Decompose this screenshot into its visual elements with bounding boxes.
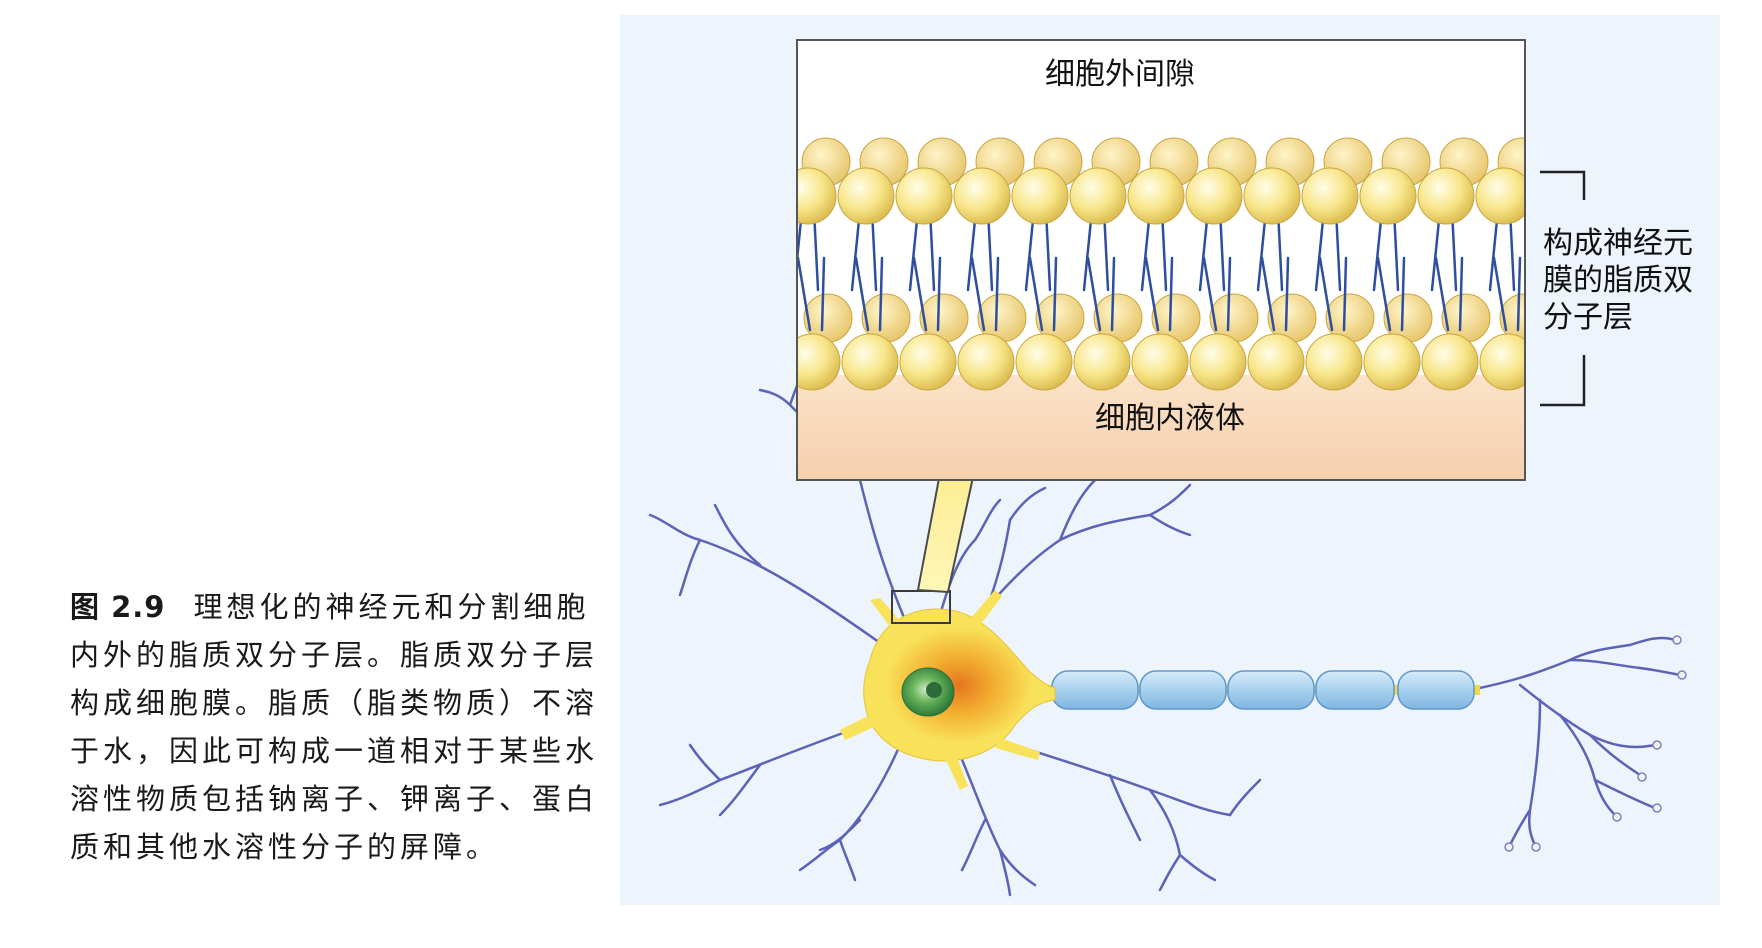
axon-terminal-knobs [1504,635,1687,852]
lipid-head [1189,333,1247,391]
lipid-tail [878,256,884,332]
lipid-head [895,167,953,225]
lipid-head [1247,333,1305,391]
lipid-tail [1318,256,1334,332]
lipid-tail [1086,256,1102,332]
lipid-head [797,167,837,225]
lipid-tail [1284,256,1290,332]
lipid-head [957,333,1015,391]
lipid-head [1359,167,1417,225]
lipid-tail [854,256,870,332]
lipid-head [1011,167,1069,225]
lipid-head [797,333,841,391]
lipid-tail [1168,256,1174,332]
lipid-head [1417,167,1475,225]
lipid-bilayer [797,137,1525,391]
lipid-head [841,333,899,391]
lipid-tail [1342,256,1348,332]
lipid-tail [1434,256,1450,332]
inset-border [796,39,1526,481]
cell-body [840,590,1056,790]
lipid-head [1475,167,1525,225]
intracellular-label: 细胞内液体 [1095,401,1245,436]
lipid-head [1479,333,1525,391]
lipid-tail [1052,256,1058,332]
lipid-head [1301,167,1359,225]
lipid-head [1015,333,1073,391]
lipid-tail [912,256,928,332]
lipid-tail [1516,256,1522,332]
lipid-tail [1028,256,1044,332]
lipid-tail [1376,256,1392,332]
lipid-head [899,333,957,391]
lipid-head [1073,333,1131,391]
bilayer-label: 构成神经元 膜的脂质双 分子层 [1543,226,1693,335]
bilayer-bracket [1540,170,1586,407]
lipid-tail [994,256,1000,332]
lipid-tail [936,256,942,332]
lipid-tail [820,256,826,332]
lipid-tail [797,256,812,332]
lipid-tail [1458,256,1464,332]
lipid-head [953,167,1011,225]
nucleus [901,667,955,717]
membrane-inset [796,39,1526,481]
lipid-head [1131,333,1189,391]
lipid-head [1185,167,1243,225]
lipid-tail [1492,256,1508,332]
axon-terminals [1468,636,1682,847]
myelin-sheath [1051,670,1475,710]
figure-label: 图 2.9 [70,590,166,624]
lipid-tail [1226,256,1232,332]
bilayer-label-line-3: 分子层 [1543,300,1633,335]
lipid-head [1243,167,1301,225]
extracellular-label: 细胞外间隙 [1045,57,1195,92]
lipid-head [837,167,895,225]
intracellular-fluid [797,375,1525,480]
lipid-tail [1202,256,1218,332]
bilayer-label-line-1: 构成神经元 [1543,226,1693,261]
lipid-head [1069,167,1127,225]
lipid-head [1127,167,1185,225]
lipid-head [1363,333,1421,391]
bilayer-label-line-2: 膜的脂质双 [1543,263,1693,298]
caption-text: 理想化的神经元和分割细胞内外的脂质双分子层。脂质双分子层构成细胞膜。脂质（脂类物… [70,590,599,864]
lipid-tail [1110,256,1116,332]
lipid-tail [1260,256,1276,332]
lipid-tail [970,256,986,332]
lipid-head [1305,333,1363,391]
lipid-head [1421,333,1479,391]
lipid-tail [1144,256,1160,332]
lipid-tail [1400,256,1406,332]
